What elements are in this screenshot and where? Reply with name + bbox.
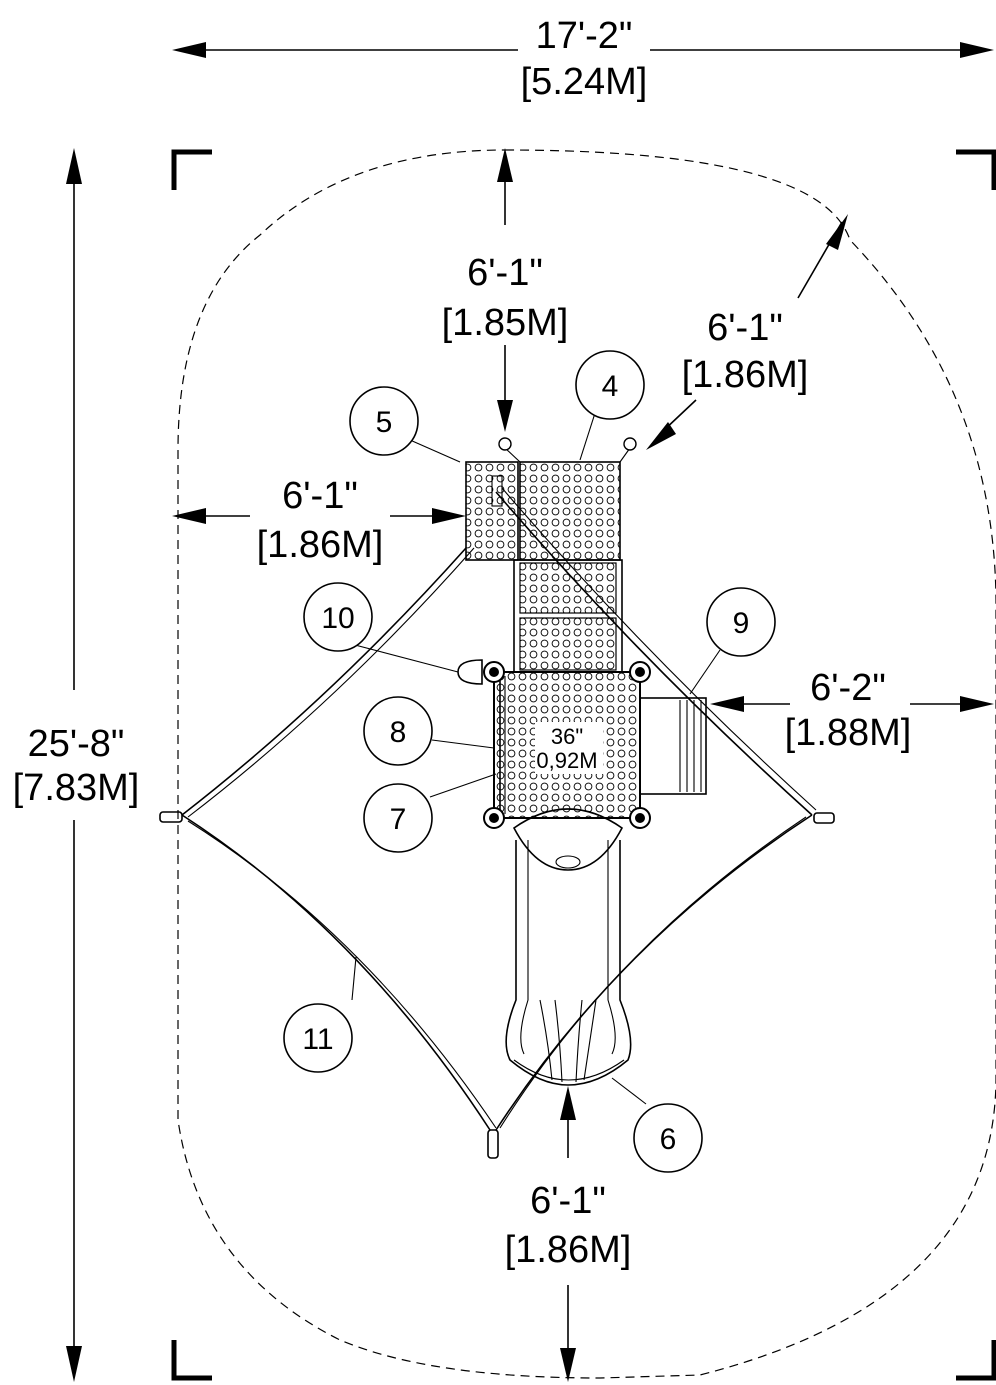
callout-7: 7	[363, 783, 433, 853]
overall-length-dimension	[66, 148, 82, 1382]
left-clearance-metric: [1.86M]	[257, 524, 384, 566]
side-ladder	[639, 697, 707, 795]
deck-height-imperial: 36"	[551, 724, 583, 749]
diagonal-clearance-dimension	[646, 214, 848, 450]
top-clearance-dimension	[497, 148, 513, 432]
deck-height-metric: 0,92M	[536, 748, 597, 773]
diagonal-clearance-imperial: 6'-1"	[707, 307, 783, 349]
overall-length-imperial: 25'-8"	[28, 723, 125, 765]
svg-text:4: 4	[602, 370, 619, 403]
top-clearance-metric: [1.85M]	[442, 302, 569, 344]
svg-text:9: 9	[733, 607, 750, 640]
corner-brackets	[171, 149, 996, 1381]
upper-deck	[465, 437, 637, 561]
diagonal-clearance-metric: [1.86M]	[682, 354, 809, 396]
overall-width-metric: [5.24M]	[521, 61, 648, 103]
overall-length-metric: [7.83M]	[13, 767, 140, 809]
callout-10: 10	[303, 582, 373, 652]
callout-8: 8	[363, 696, 433, 766]
callout-9: 9	[706, 587, 776, 657]
svg-text:10: 10	[321, 602, 354, 635]
bottom-clearance-metric: [1.86M]	[505, 1229, 632, 1271]
step-platforms	[513, 559, 623, 673]
left-clearance-imperial: 6'-1"	[282, 475, 358, 517]
right-clearance-imperial: 6'-2"	[810, 667, 886, 709]
bottom-clearance-imperial: 6'-1"	[530, 1180, 606, 1222]
right-clearance-metric: [1.88M]	[785, 712, 912, 754]
callout-11: 11	[283, 1003, 353, 1073]
svg-text:7: 7	[390, 803, 407, 836]
callout-leaders	[335, 409, 721, 1105]
left-clearance-dimension	[172, 508, 466, 524]
main-deck	[493, 671, 641, 819]
overall-width-imperial: 17'-2"	[536, 15, 633, 57]
svg-text:6: 6	[660, 1123, 677, 1156]
callout-6: 6	[633, 1103, 703, 1173]
svg-text:8: 8	[390, 716, 407, 749]
svg-text:11: 11	[302, 1023, 333, 1056]
deck-posts	[483, 661, 651, 829]
right-clearance-dimension	[710, 696, 994, 712]
bubble-panel	[457, 659, 483, 685]
net-climber	[159, 487, 835, 1159]
callout-4: 4	[575, 350, 645, 420]
bottom-clearance-dimension	[560, 1086, 576, 1382]
overall-width-dimension	[172, 42, 994, 58]
use-zone-boundary	[177, 149, 996, 1379]
slide	[505, 808, 632, 1086]
svg-text:5: 5	[376, 406, 393, 439]
callout-5: 5	[349, 386, 419, 456]
top-clearance-imperial: 6'-1"	[467, 252, 543, 294]
